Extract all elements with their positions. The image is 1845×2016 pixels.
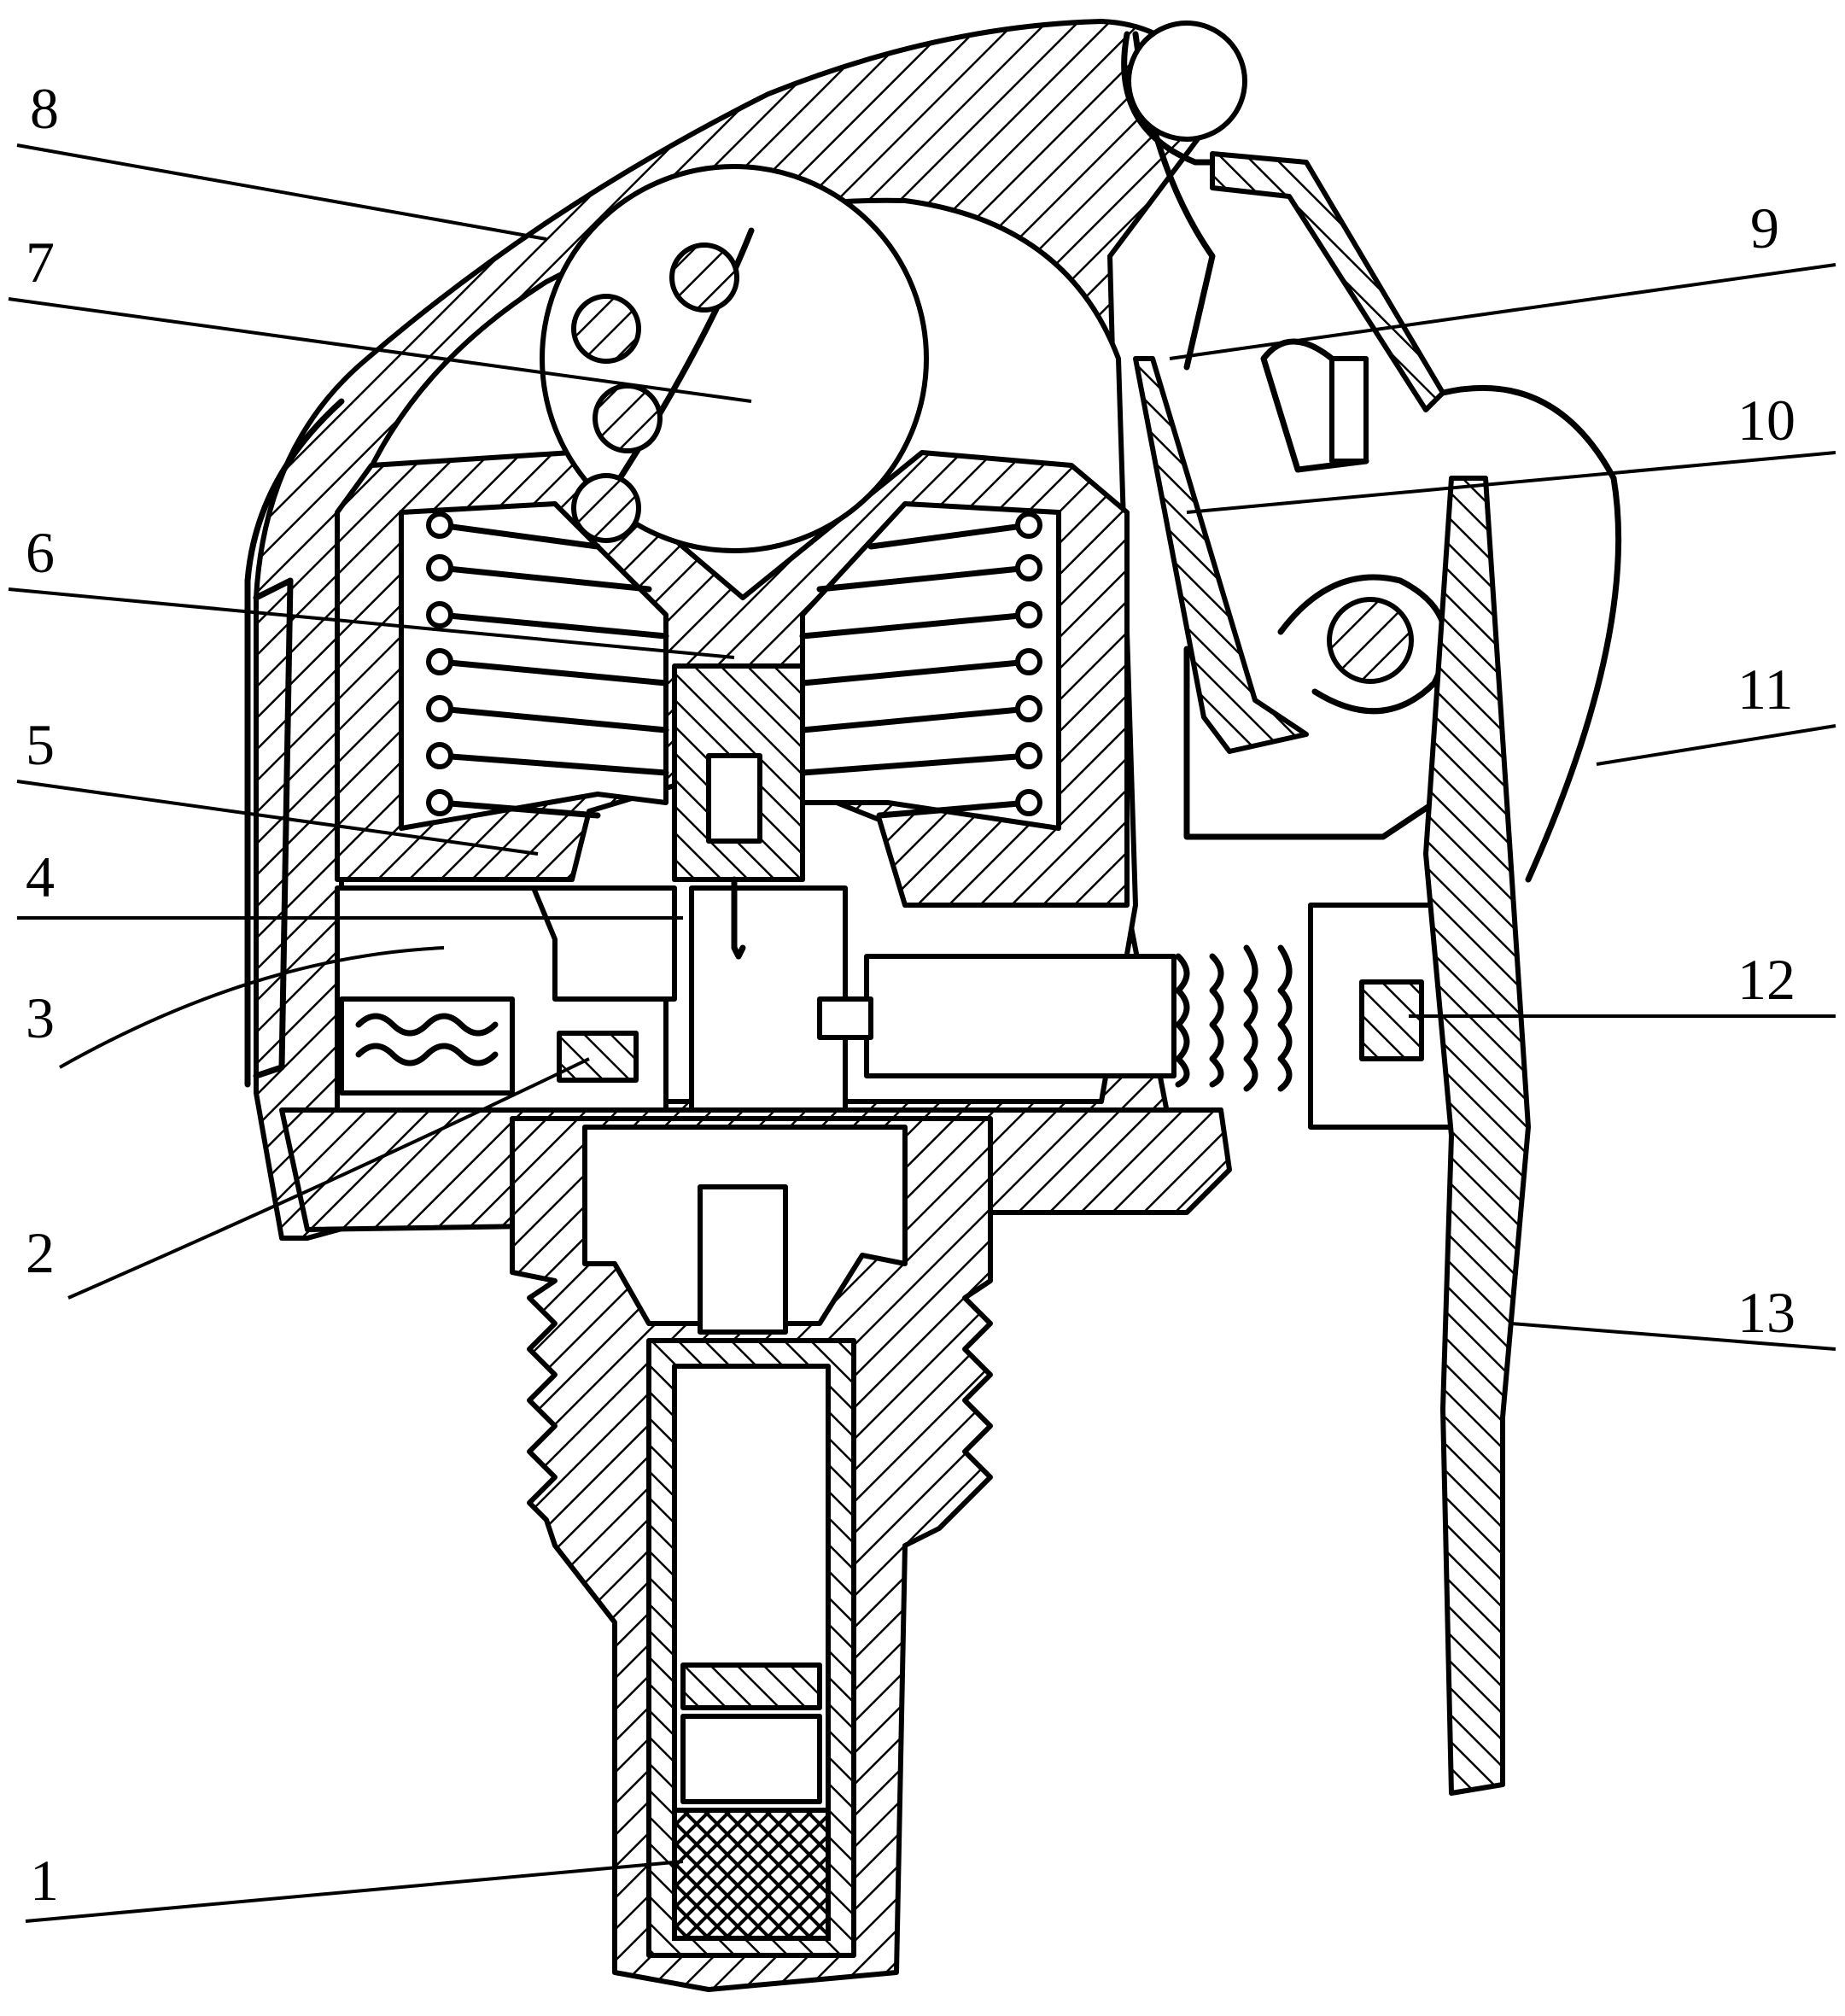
callout-13: 13 — [1737, 1280, 1795, 1345]
callout-7: 7 — [26, 230, 55, 295]
leader-lines — [8, 143, 1836, 1923]
callout-3: 3 — [26, 985, 55, 1050]
dial-knob — [540, 164, 929, 553]
spring-right — [799, 511, 1042, 819]
threaded-stem — [510, 1116, 993, 1992]
callout-9: 9 — [1750, 196, 1779, 260]
callout-8: 8 — [30, 76, 59, 141]
callout-labels: 8 7 6 5 4 3 2 1 9 10 11 12 13 — [26, 76, 1795, 1913]
callout-6: 6 — [26, 520, 55, 585]
cover-and-leaf — [1423, 384, 1622, 1796]
callout-2: 2 — [26, 1220, 55, 1285]
callout-5: 5 — [26, 712, 55, 777]
callout-4: 4 — [26, 844, 55, 909]
callout-10: 10 — [1737, 388, 1795, 453]
spring-housing — [335, 450, 1130, 908]
spring-left — [426, 511, 669, 819]
callout-12: 12 — [1737, 947, 1795, 1012]
callout-11: 11 — [1737, 657, 1793, 722]
callout-1: 1 — [30, 1848, 59, 1913]
